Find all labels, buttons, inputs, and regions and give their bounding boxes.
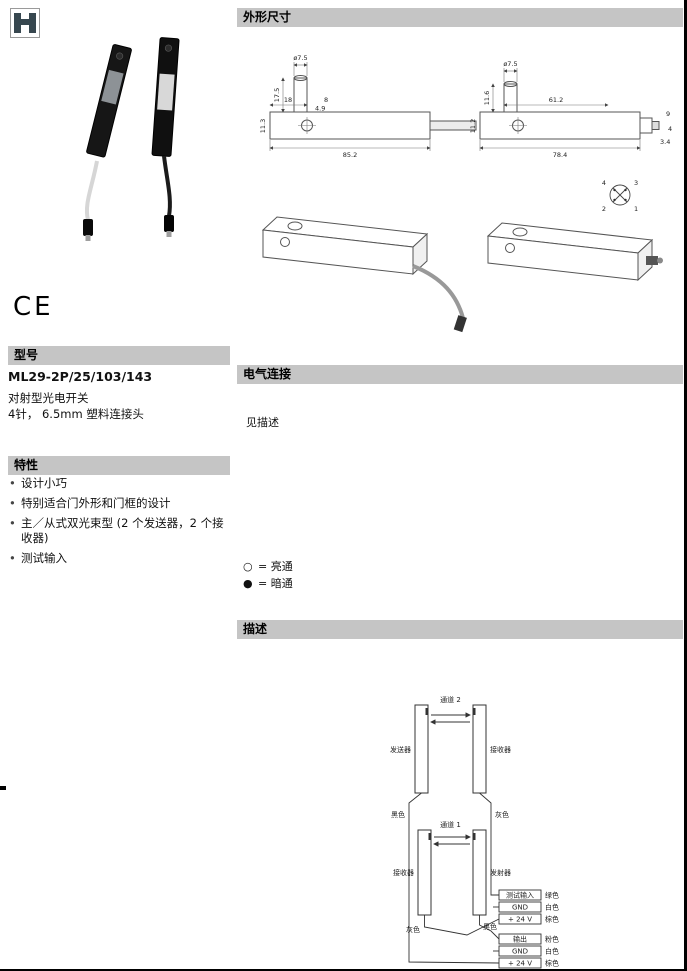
sensor-photo-left [86,44,132,158]
dim-left-8: 8 [324,96,328,104]
connector-tip-right [166,231,172,237]
terminal-gnd-2: GND [512,948,528,956]
print-mark [0,786,6,790]
channel2-label: 通道 2 [440,695,461,704]
section-header-description: 描述 [237,620,683,639]
dim-right-length: 78.4 [553,151,567,159]
terminal-boxes [498,889,542,969]
right-side-view [479,81,660,140]
dim-right-side: 11.2 [469,119,477,133]
dim-right-r2: 4 [668,125,672,133]
sensor-blocks [414,704,487,916]
receiver-top-label: 接收器 [490,745,511,754]
connector-pinout-diagram [609,184,631,206]
terminal-gnd-1: GND [512,904,528,912]
dim-left-18: 18 [284,96,292,104]
feature-item: 设计小巧 [8,476,228,491]
feature-item: 主／从式双光束型 (2 个发送器，2 个接收器) [8,516,228,546]
cable-left [85,160,99,221]
emitter-bottom-label: 发射器 [490,868,511,877]
wire-color-brown-1: 棕色 [545,915,559,924]
connector-tip-left [85,235,91,241]
pin-label-1: 1 [634,205,638,213]
model-description: 对射型光电开关 4针， 6.5mm 塑料连接头 [8,390,144,422]
connector-left [83,219,93,236]
receiver-bottom-label: 接收器 [393,868,414,877]
feature-item: 特别适合门外形和门框的设计 [8,496,228,511]
model-number: ML29-2P/25/103/143 [8,369,153,384]
dim-left-length: 85.2 [343,151,357,159]
light-on-icon: ○ [243,560,253,573]
connector-right [164,215,174,232]
dark-on-icon: ● [243,577,253,590]
pin-label-3: 3 [634,179,638,187]
features-list: 设计小巧 特别适合门外形和门框的设计 主／从式双光束型 (2 个发送器，2 个接… [8,476,228,571]
sensor-photo-right [151,37,180,157]
wire-black-top-label: 黑色 [391,810,405,819]
isometric-view-left [261,216,467,333]
dimension-lines [269,62,641,151]
legend-row-light-on: ○ = 亮通 [243,558,293,575]
product-thumbnail [10,8,40,38]
section-header-electrical: 电气连接 [237,365,683,384]
terminal-24v-2: + 24 V [508,960,532,968]
section-header-features: 特性 [8,456,230,475]
product-photo [83,37,180,241]
dim-right-r3: 3.4 [660,138,670,146]
ce-mark: CE [13,292,54,322]
section-header-model: 型号 [8,346,230,365]
dim-right-r1: 9 [666,110,670,118]
dark-on-label: = 暗通 [258,577,293,590]
wire-color-brown-2: 棕色 [545,959,559,968]
channel1-label: 通道 1 [440,820,461,829]
wire-gray-top-label: 灰色 [495,810,509,819]
light-on-label: = 亮通 [258,560,293,573]
left-side-view [269,75,477,140]
sensor-icon [14,13,36,33]
connector-pins [613,188,627,202]
terminal-24v-1: + 24 V [508,916,532,924]
optical-face-marks [425,708,476,840]
dimensions-drawing: ø7.5 17.5 18 4.9 8 11.3 85.2 ø7.5 11.6 6… [259,54,672,333]
model-connector-line: 4针， 6.5mm 塑料连接头 [8,407,144,421]
wire-color-white-2: 白色 [545,947,559,956]
dim-right-height: 11.6 [483,91,491,105]
model-type-line: 对射型光电开关 [8,391,89,405]
electrical-note: 见描述 [246,416,279,429]
terminal-output: 输出 [513,935,527,944]
pin-label-4: 4 [602,179,606,187]
wire-gray-bottom-label: 灰色 [406,925,420,934]
wire-black-bottom-label: 黑色 [483,922,497,931]
beam-arrows-and-wires [408,712,500,964]
pin-label-2: 2 [602,205,606,213]
wire-color-white-1: 白色 [545,903,559,912]
legend-row-dark-on: ● = 暗通 [243,575,293,592]
isometric-view-right [486,222,663,282]
emitter-top-label: 发送器 [390,745,411,754]
dim-left-height: 17.5 [273,88,281,102]
dim-left-49: 4.9 [315,105,325,113]
wire-color-green: 绿色 [545,891,559,900]
cable-right [162,155,172,217]
section-header-dimensions: 外形尺寸 [237,8,683,27]
terminal-test-input: 测试输入 [506,891,534,900]
feature-item: 测试输入 [8,551,228,566]
dim-right-dia: ø7.5 [503,60,517,68]
dim-left-side: 11.3 [259,119,267,133]
wiring-diagram: 通道 2 通道 1 发送器 接收器 接收器 发射器 黑色 灰色 灰色 黑色 测试… [390,695,559,969]
wire-color-pink: 粉色 [545,935,559,944]
switching-legend: ○ = 亮通 ● = 暗通 [243,558,293,592]
dim-left-dia: ø7.5 [293,54,307,62]
dim-right-top: 61.2 [549,96,563,104]
